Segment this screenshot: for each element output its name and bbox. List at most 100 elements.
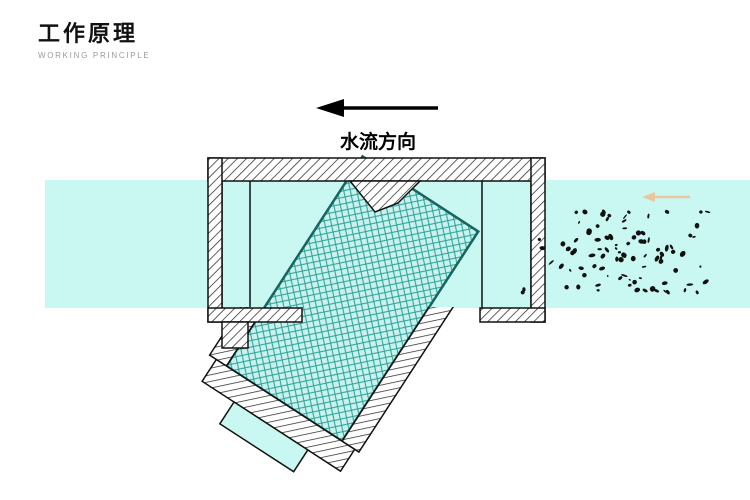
header: 工作原理 WORKING PRINCIPLE [38, 16, 150, 60]
debris-particle [578, 266, 584, 271]
debris-particle [560, 241, 566, 247]
debris-particle [658, 258, 664, 264]
left-flange-plate [221, 175, 251, 313]
debris-particle [647, 213, 650, 219]
debris-particle [599, 266, 606, 271]
debris-particle [604, 235, 610, 240]
debris-particle [641, 265, 647, 268]
debris-particle [673, 268, 679, 273]
debris-particle [606, 275, 609, 277]
debris-particle [686, 283, 694, 286]
debris-particle [600, 253, 606, 259]
debris-particle [623, 214, 627, 219]
debris-particle [573, 237, 579, 243]
debris-particle [621, 219, 627, 223]
debris-particle [627, 283, 632, 287]
debris-particle [608, 233, 614, 241]
debris-particle [537, 237, 541, 242]
debris-particle [670, 249, 676, 254]
debris-particle [627, 210, 631, 214]
debris-particle [520, 290, 525, 295]
debris-particle [664, 209, 670, 214]
left-flange [207, 157, 223, 323]
debris-particle [659, 255, 663, 261]
bottom-wall-right [479, 307, 546, 323]
debris-particle [621, 274, 628, 277]
debris-particle [558, 263, 564, 269]
debris-particle [577, 221, 581, 224]
debris-particle [663, 289, 667, 293]
debris-particle [699, 210, 703, 214]
debris-particle [638, 239, 645, 244]
debris-particle [634, 287, 641, 293]
debris-particle [586, 229, 592, 236]
debris-particle [539, 246, 546, 251]
debris-particle [695, 290, 699, 295]
debris-particle [596, 289, 600, 292]
debris-particle [635, 230, 642, 236]
debris-particle [621, 252, 626, 258]
debris-particle [595, 283, 601, 287]
debris-particle [594, 237, 601, 242]
debris-particle [702, 279, 709, 285]
debris-particle [548, 260, 554, 265]
debris-particle [669, 244, 674, 250]
debris-particle [683, 288, 687, 293]
flow-arrow-head [316, 99, 344, 117]
debris-particle [665, 289, 670, 295]
debris-particle [622, 227, 628, 230]
debris-particle [618, 276, 623, 281]
drain-plug [218, 400, 309, 473]
debris-particle [607, 213, 612, 218]
debris-particle [642, 288, 648, 293]
page-title: 工作原理 [38, 21, 139, 46]
debris-particle [632, 279, 637, 285]
debris-particle [601, 209, 606, 214]
debris-particle [592, 264, 597, 269]
debris-particle [626, 241, 631, 246]
debris-particle [604, 247, 610, 253]
debris-particle [630, 255, 636, 262]
inlet-flow-arrow [642, 192, 690, 202]
debris-particle [595, 224, 600, 228]
debris-particle [653, 288, 660, 293]
debris-particle [588, 253, 596, 258]
inlet-flow-arrow-head [642, 192, 655, 202]
debris-particle [614, 243, 618, 247]
debris-particle [704, 210, 711, 214]
flow-direction-label: 水流方向 [340, 130, 416, 153]
debris-particle [699, 265, 702, 268]
debris-particle [640, 230, 646, 236]
left-flange-step [221, 321, 249, 349]
debris-particle [688, 233, 693, 238]
debris-particle [564, 285, 569, 290]
page-subtitle: WORKING PRINCIPLE [38, 51, 151, 60]
debris-particle [582, 272, 587, 278]
debris-particle [664, 244, 669, 252]
debris-cluster [520, 209, 711, 295]
debris-particle [617, 251, 622, 254]
debris-particle [614, 247, 618, 250]
debris-particle [659, 251, 665, 257]
debris-particle [692, 235, 696, 238]
debris-particle [618, 257, 624, 263]
debris-particle [582, 209, 588, 215]
debris-particle [679, 250, 686, 257]
debris-particle [694, 222, 700, 229]
debris-particle [574, 210, 578, 214]
bottom-wall-left [207, 307, 303, 323]
debris-particle [628, 278, 631, 281]
debris-particle [631, 235, 637, 240]
debris-particle [615, 256, 619, 262]
debris-particle [654, 255, 660, 262]
debris-particle [647, 237, 650, 244]
debris-particle [572, 248, 577, 254]
valve-top-wall [207, 157, 546, 182]
debris-particle [638, 277, 642, 280]
flow-diverter-wedge [348, 180, 422, 213]
debris-particle [565, 246, 571, 252]
debris-particle [597, 248, 602, 251]
debris-particle [643, 254, 647, 258]
